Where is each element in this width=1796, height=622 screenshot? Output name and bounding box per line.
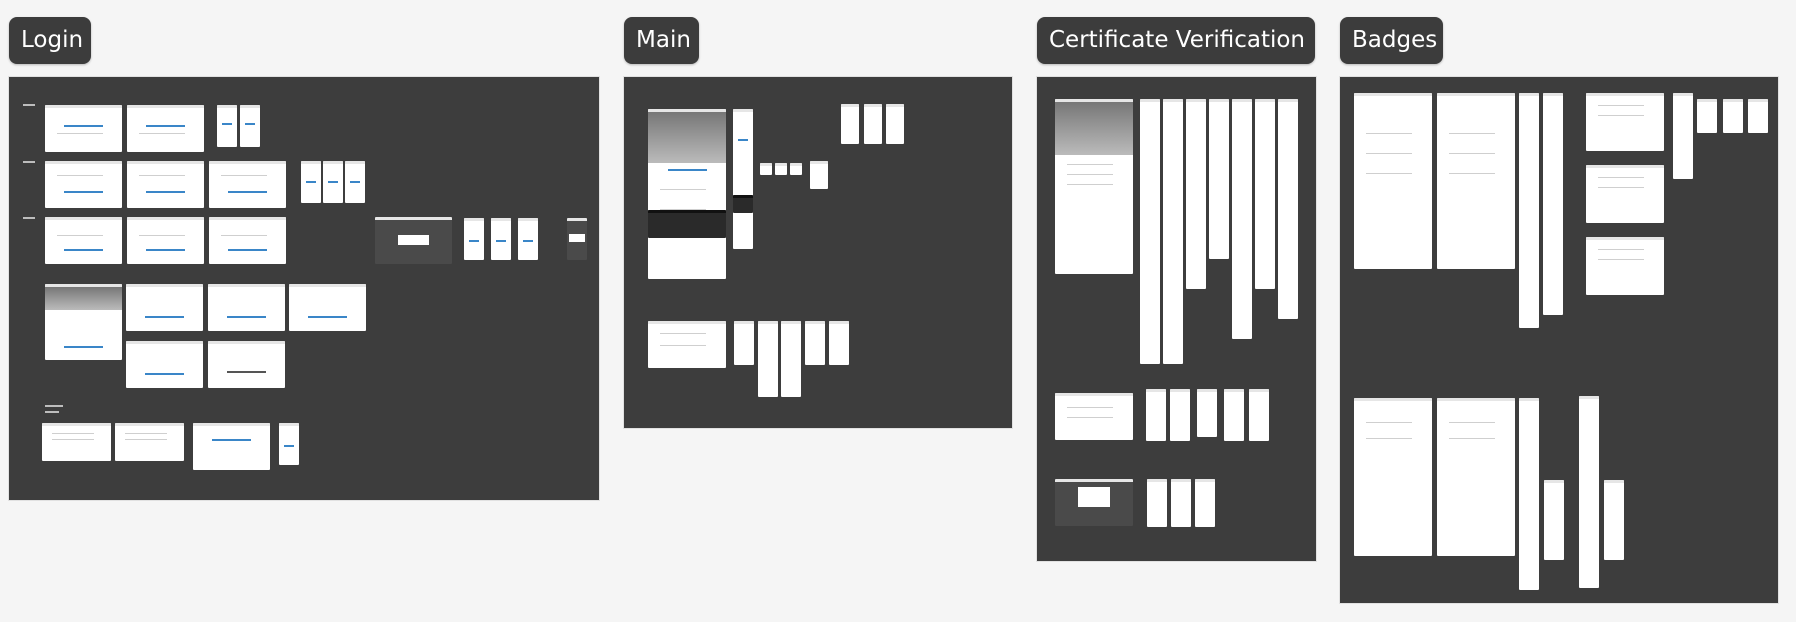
screen-thumbnail-mobile[interactable] [1163,99,1183,364]
screen-thumbnail[interactable] [42,423,111,461]
screen-thumbnail-mobile[interactable] [841,104,859,144]
screen-section-dark [733,195,753,213]
screen-thumbnail[interactable] [45,105,122,152]
screen-thumbnail-mobile[interactable] [1249,389,1269,441]
screen-thumbnail-mobile[interactable] [1170,389,1190,441]
screen-thumbnail-mobile[interactable] [1232,99,1252,339]
screen-thumbnail[interactable] [518,218,538,260]
screen-thumbnail-mobile[interactable] [805,321,825,365]
screen-thumbnail-badge[interactable] [1437,93,1515,269]
screen-thumbnail-mobile[interactable] [1186,99,1206,289]
screen-thumbnail-mobile[interactable] [1224,389,1244,441]
screen-thumbnail[interactable] [193,423,270,470]
screen-thumbnail-mobile[interactable] [1748,99,1768,133]
screen-thumbnail-mobile[interactable] [1519,93,1539,328]
screen-thumbnail[interactable] [1586,237,1664,295]
screen-thumbnail-mobile[interactable] [1146,389,1166,441]
note-text [45,405,63,407]
board-certificate-verification[interactable] [1037,77,1316,561]
screen-thumbnail-mobile[interactable] [1255,99,1275,289]
screen-thumbnail[interactable] [1586,93,1664,151]
screen-thumbnail-mobile[interactable] [886,104,904,144]
card-thumbnail[interactable] [790,163,802,175]
screen-thumbnail[interactable] [45,284,122,360]
screen-thumbnail-mobile[interactable] [1278,99,1298,319]
screen-thumbnail[interactable] [1437,398,1515,556]
screen-thumbnail-badge[interactable] [1354,93,1432,269]
screen-thumbnail-mobile[interactable] [1195,479,1215,527]
screen-thumbnail[interactable] [279,423,299,465]
screen-thumbnail[interactable] [491,218,511,260]
screen-thumbnail-mobile[interactable] [1723,99,1743,133]
screen-thumbnail-mobile[interactable] [1673,93,1693,179]
screen-thumbnail-mobile[interactable] [1197,389,1217,437]
screen-thumbnail-certificate[interactable] [1055,99,1133,274]
screen-thumbnail-mobile[interactable] [1543,93,1563,315]
screen-thumbnail-mobile[interactable] [1147,479,1167,527]
screen-thumbnail[interactable] [1055,393,1133,440]
screen-thumbnail-mobile[interactable] [1697,99,1717,133]
screen-thumbnail-mobile[interactable] [758,321,778,397]
row-label [23,104,35,106]
screen-thumbnail-mobile[interactable] [829,321,849,365]
board-badges[interactable] [1340,77,1778,603]
screen-thumbnail-mobile[interactable] [1544,480,1564,560]
screen-thumbnail-mobile[interactable] [1579,396,1599,588]
screen-thumbnail[interactable] [217,105,237,147]
section-label-login[interactable]: Login [9,17,91,64]
screen-thumbnail[interactable] [1354,398,1432,556]
screen-thumbnail[interactable] [208,341,285,388]
screen-thumbnail[interactable] [127,217,204,264]
screen-thumbnail-mobile[interactable] [1140,99,1160,364]
screen-thumbnail[interactable] [648,321,726,368]
card-thumbnail[interactable] [810,161,828,189]
screen-thumbnail[interactable] [208,284,285,331]
screen-thumbnail-mobile[interactable] [733,109,753,249]
screen-thumbnail[interactable] [345,161,365,203]
screen-thumbnail[interactable] [45,217,122,264]
screen-thumbnail[interactable] [127,105,204,152]
screen-thumbnail-mobile[interactable] [734,321,754,365]
section-label-main[interactable]: Main [624,17,699,64]
screen-thumbnail[interactable] [126,341,203,388]
row-label [23,217,35,219]
screen-thumbnail-mobile[interactable] [1519,398,1539,590]
screen-thumbnail[interactable] [209,161,286,208]
screen-thumbnail[interactable] [301,161,321,203]
screen-thumbnail-landing[interactable] [648,109,726,279]
board-main[interactable] [624,77,1012,428]
screen-thumbnail[interactable] [209,217,286,264]
screen-thumbnail[interactable] [323,161,343,203]
screen-thumbnail[interactable] [127,161,204,208]
screen-thumbnail-mobile[interactable] [1604,480,1624,560]
screen-thumbnail-mobile[interactable] [864,104,882,144]
card-thumbnail[interactable] [775,163,787,175]
screen-thumbnail[interactable] [567,218,587,260]
screen-thumbnail-mobile[interactable] [1209,99,1229,259]
screen-thumbnail[interactable] [240,105,260,147]
board-login[interactable] [9,77,599,500]
screen-thumbnail[interactable] [115,423,184,461]
screen-thumbnail[interactable] [464,218,484,260]
card-thumbnail[interactable] [760,163,772,175]
screen-thumbnail-mobile[interactable] [781,321,801,397]
screen-thumbnail[interactable] [289,284,366,331]
screen-thumbnail[interactable] [45,161,122,208]
screen-section-dark [648,210,726,238]
note-text [45,411,59,413]
screen-thumbnail[interactable] [126,284,203,331]
screen-thumbnail-mobile[interactable] [1171,479,1191,527]
section-label-badges[interactable]: Badges [1340,17,1443,64]
row-label [23,161,35,163]
section-label-certificate-verification[interactable]: Certificate Verification [1037,17,1315,64]
screen-thumbnail-overlay[interactable] [1055,479,1133,526]
screen-thumbnail-overlay[interactable] [375,217,452,264]
screen-thumbnail[interactable] [1586,165,1664,223]
